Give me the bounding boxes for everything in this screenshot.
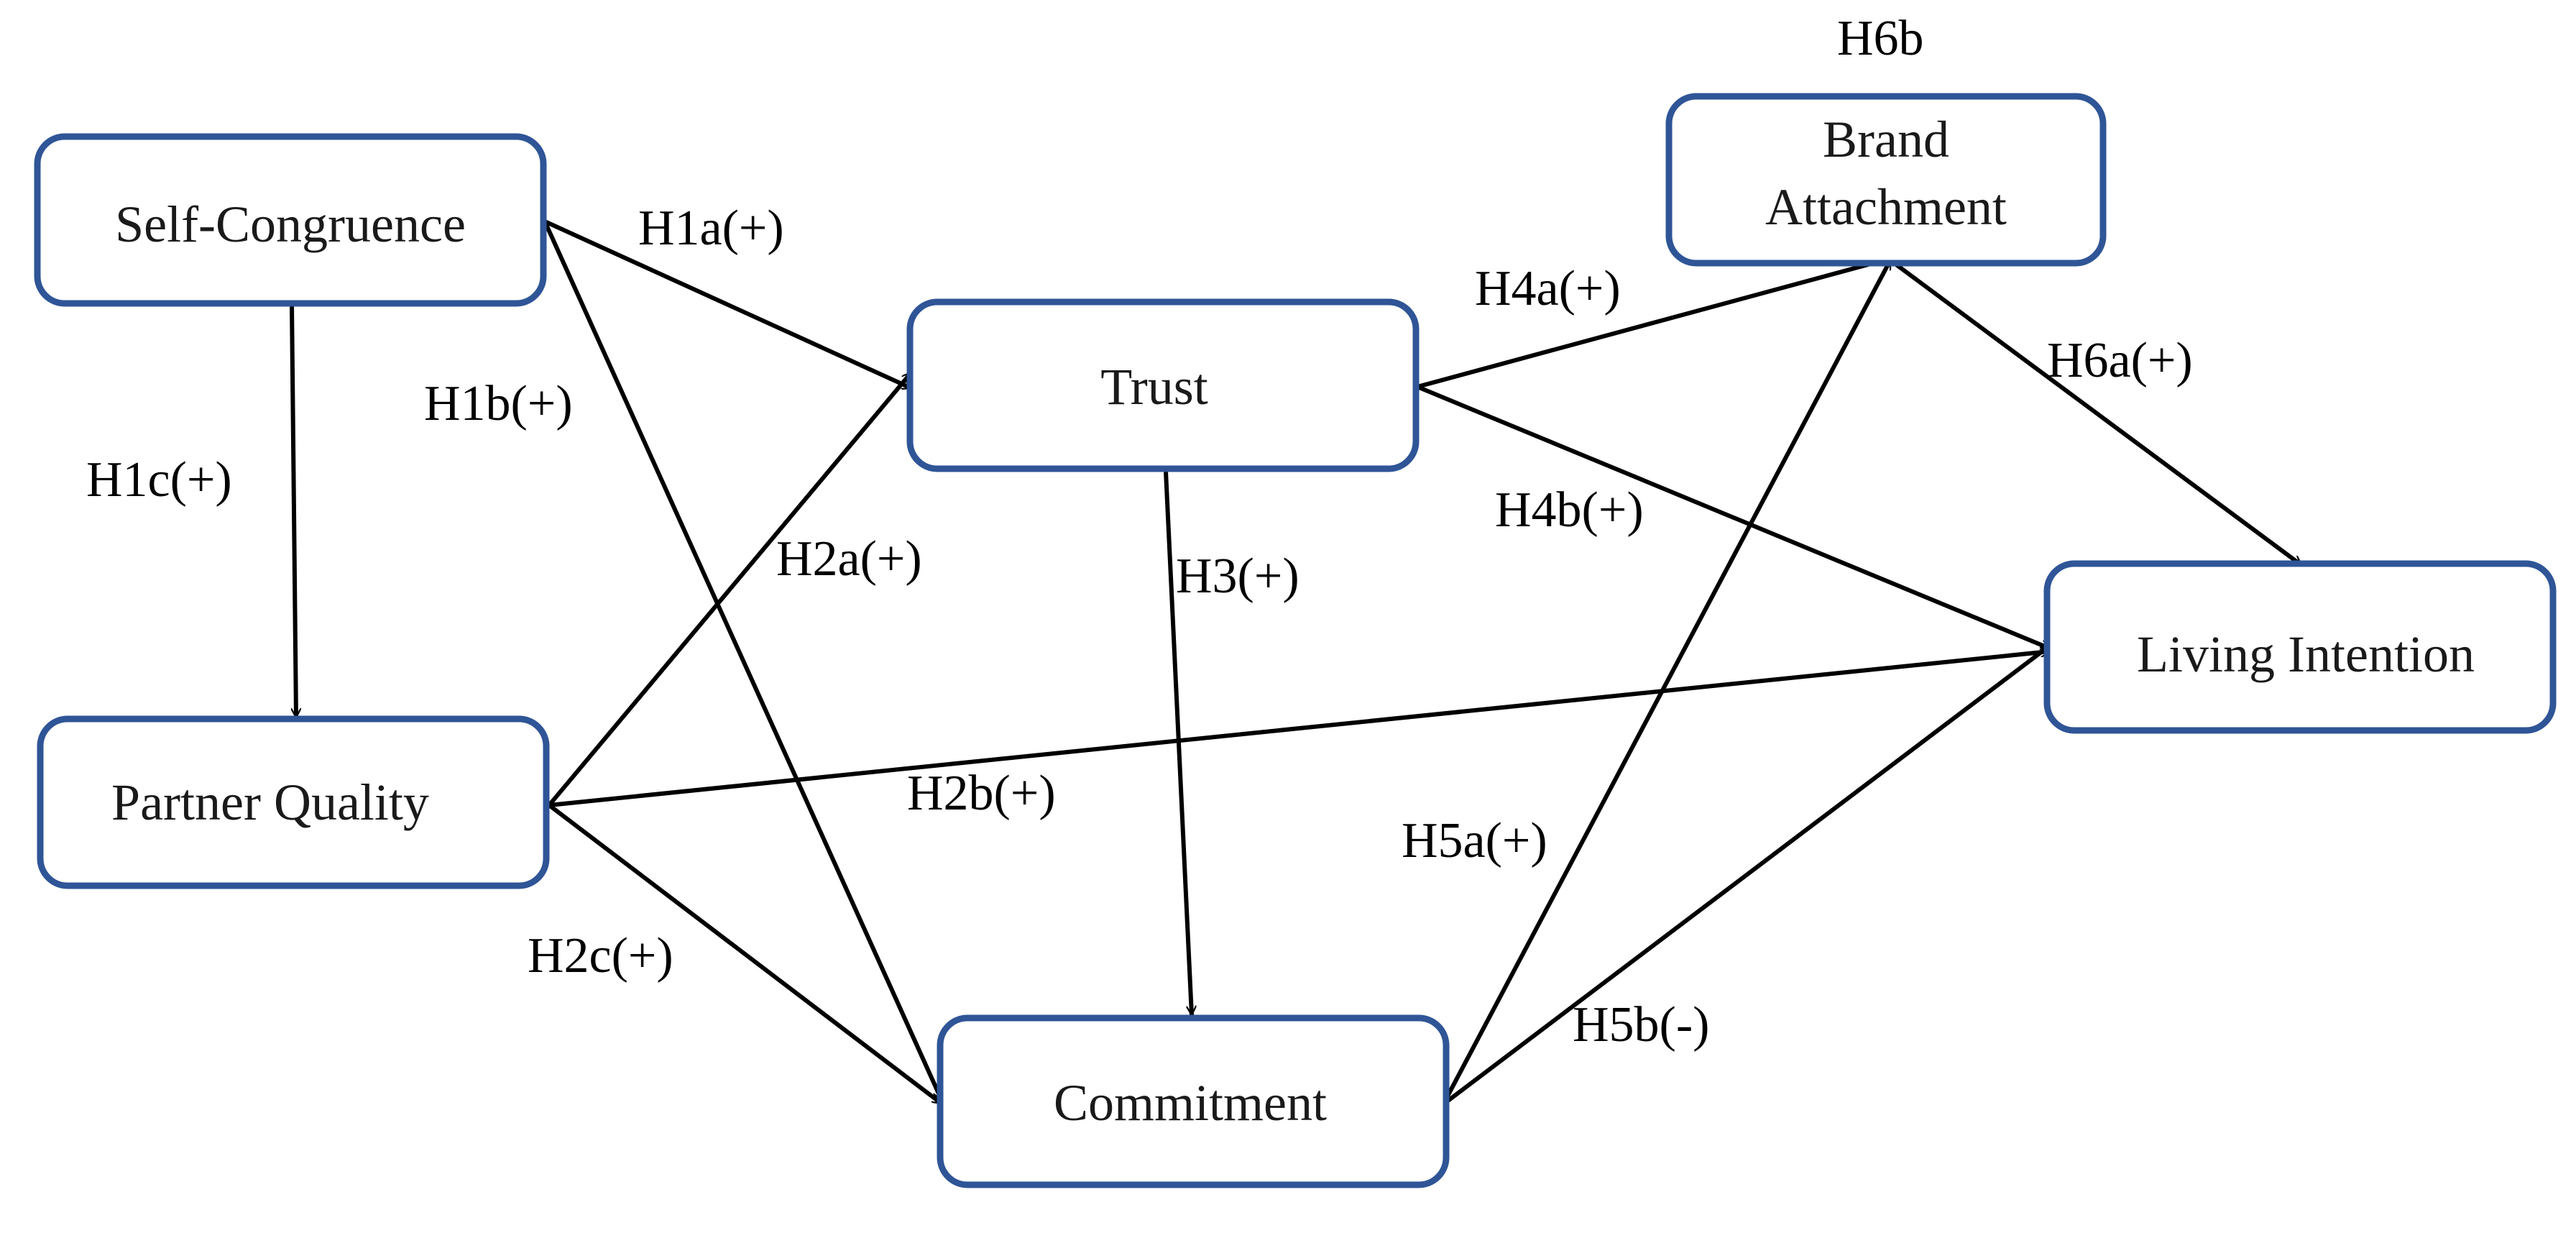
edge-label-h6b: H6b xyxy=(1837,11,1924,66)
node-label-trust: Trust xyxy=(1100,358,1208,416)
arrow-trust-to-commitment xyxy=(1164,471,1192,1015)
edge-label-h4a: H4a(+) xyxy=(1475,261,1621,316)
arrow-self-congruence-to-trust xyxy=(543,219,911,390)
arrow-self-congruence-to-partner-quality xyxy=(290,304,296,717)
arrow-brand-attachment-to-living-intention xyxy=(1889,258,2301,567)
node-commitment: Commitment xyxy=(937,1014,1450,1188)
node-trust: Trust xyxy=(906,298,1420,472)
arrow-partner-quality-to-living-intention xyxy=(548,651,2050,807)
edge-label-h2a: H2a(+) xyxy=(776,531,922,587)
arrow-commitment-to-brand-attachment xyxy=(1441,260,1892,1106)
edge-label-h4b: H4b(+) xyxy=(1495,482,1644,538)
node-label-brand-attachment-line1: Brand xyxy=(1823,111,1949,168)
node-label-self-congruence: Self-Congruence xyxy=(115,196,466,253)
node-label-commitment: Commitment xyxy=(1054,1074,1327,1132)
arrow-self-congruence-to-commitment xyxy=(543,220,944,1100)
edge-label-h1c: H1c(+) xyxy=(86,452,232,508)
node-living-intention: Living Intention xyxy=(2043,560,2557,734)
arrow-commitment-to-living-intention xyxy=(1442,643,2050,1106)
arrow-trust-to-brand-attachment xyxy=(1417,257,1895,389)
edges xyxy=(290,219,2301,1106)
edge-label-h2c: H2c(+) xyxy=(528,928,673,983)
node-partner-quality: Partner Quality xyxy=(37,715,550,889)
node-label-living-intention: Living Intention xyxy=(2137,625,2475,683)
arrow-partner-quality-to-commitment xyxy=(548,803,942,1106)
node-label-partner-quality: Partner Quality xyxy=(111,774,429,831)
edge-label-h3: H3(+) xyxy=(1176,549,1300,604)
arrow-trust-to-living-intention xyxy=(1416,385,2050,651)
edge-label-h5b: H5b(-) xyxy=(1573,997,1709,1053)
node-brand-attachment: Brand Attachment xyxy=(1665,93,2107,267)
edge-label-h2b: H2b(+) xyxy=(907,766,1056,821)
edge-label-h6a: H6a(+) xyxy=(2047,333,2193,388)
edge-label-h1b: H1b(+) xyxy=(424,376,573,431)
node-self-congruence: Self-Congruence xyxy=(34,133,547,307)
nodes: Self-Congruence Partner Quality Trust Co… xyxy=(34,93,2557,1188)
edge-label-h1a: H1a(+) xyxy=(638,201,784,256)
edge-labels: H1a(+) H1b(+) H1c(+) H2a(+) H2b(+) H2c(+… xyxy=(86,11,2193,1053)
arrow-partner-quality-to-trust xyxy=(547,371,914,807)
node-label-brand-attachment-line2: Attachment xyxy=(1765,178,2007,236)
edge-label-h5a: H5a(+) xyxy=(1402,813,1547,868)
